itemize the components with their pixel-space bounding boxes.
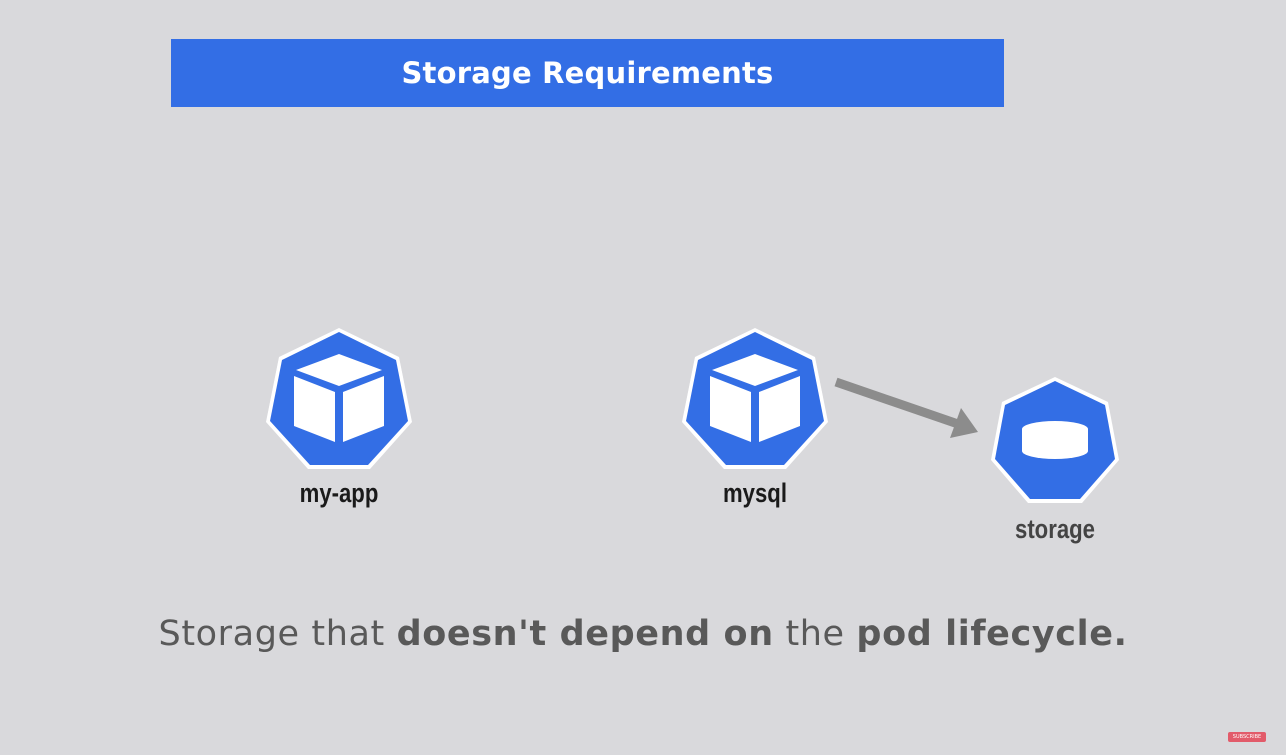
storage-node: storage — [990, 375, 1120, 555]
my-app-node: my-app — [264, 326, 414, 516]
caption-part-3: the — [773, 614, 857, 654]
subscribe-badge[interactable]: SUBSCRIBE — [1228, 732, 1266, 742]
volume-disk-icon — [991, 377, 1119, 503]
my-app-label: my-app — [299, 478, 379, 508]
slide-title: Storage Requirements — [401, 56, 774, 90]
caption-part-4: pod lifecycle. — [856, 614, 1128, 654]
storage-label: storage — [1014, 514, 1095, 544]
pod-cube-icon — [266, 328, 412, 469]
caption: Storage that doesn't depend on the pod l… — [0, 614, 1286, 654]
caption-part-1: Storage that — [158, 614, 397, 654]
title-banner: Storage Requirements — [171, 39, 1004, 107]
pod-cube-icon — [682, 328, 828, 469]
mysql-node: mysql — [680, 326, 830, 516]
caption-part-2: doesn't depend on — [396, 614, 774, 654]
mysql-label: mysql — [722, 478, 787, 508]
arrow-mysql-to-storage — [834, 377, 978, 438]
